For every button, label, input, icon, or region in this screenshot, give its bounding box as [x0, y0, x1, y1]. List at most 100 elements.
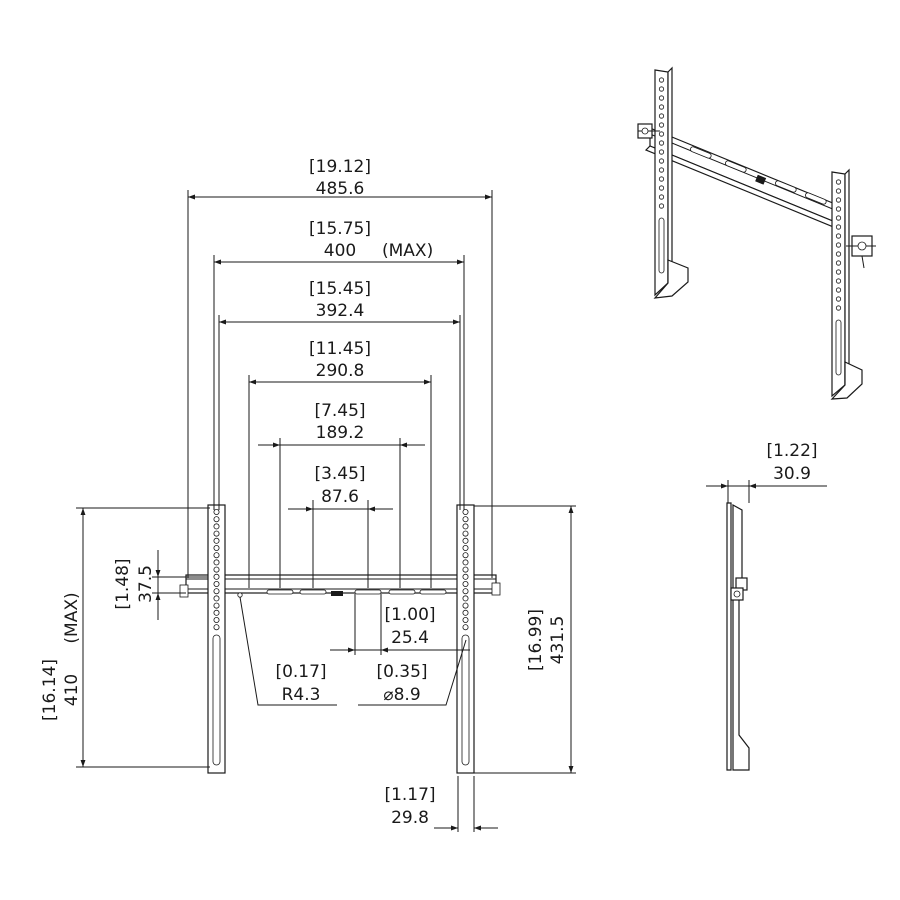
mounting-hole: [213, 508, 220, 515]
mounting-hole: [835, 224, 842, 230]
mounting-hole: [835, 206, 842, 212]
mounting-hole: [835, 233, 842, 239]
max-vesa-height-note: (MAX): [62, 592, 82, 643]
mounting-hole: [462, 545, 469, 552]
upright-spacing-mm: 392.4: [316, 301, 365, 321]
mounting-hole: [835, 278, 842, 284]
mounting-hole: [462, 602, 469, 609]
mounting-hole: [835, 215, 842, 221]
mounting-hole: [213, 617, 220, 624]
iso-lock-right: [846, 235, 876, 269]
corner-radius-mm: R4.3: [282, 685, 321, 705]
mounting-hole: [213, 516, 220, 523]
iso-lock-left: [637, 123, 660, 139]
mounting-hole: [213, 573, 220, 580]
mounting-hole: [658, 203, 665, 209]
mounting-hole: [213, 566, 220, 573]
slot-length-inch: [1.00]: [384, 605, 435, 625]
mounting-hole: [462, 581, 469, 588]
mounting-hole: [658, 140, 665, 146]
side-view: [706, 480, 827, 771]
mounting-hole: [462, 559, 469, 566]
front-view: [76, 190, 576, 832]
mounting-hole: [213, 602, 220, 609]
upright-width-mm: 29.8: [391, 808, 429, 828]
horizontal-rail: [179, 574, 501, 598]
mounting-hole: [462, 516, 469, 523]
slot-span-inner-mm: 87.6: [321, 487, 359, 507]
mounting-hole: [462, 624, 469, 631]
right-upright-holes: [462, 508, 469, 631]
mounting-hole: [213, 581, 220, 588]
mounting-hole: [658, 113, 665, 119]
max-vesa-width-inch: [15.75]: [309, 219, 371, 239]
mounting-hole: [835, 251, 842, 257]
mounting-hole: [835, 305, 842, 311]
mounting-hole: [213, 624, 220, 631]
mounting-hole: [462, 552, 469, 559]
slot-span-inner-inch: [3.45]: [314, 464, 365, 484]
mounting-hole: [462, 530, 469, 537]
dimension-labels: [19.12] 485.6 [15.75] 400 (MAX) [15.45] …: [40, 157, 818, 828]
mounting-hole: [658, 77, 665, 83]
slot-span-mid-mm: 189.2: [316, 423, 365, 443]
mounting-hole: [462, 523, 469, 530]
max-vesa-height-inch: [16.14]: [40, 659, 60, 721]
mounting-hole: [462, 508, 469, 515]
upright-width-inch: [1.17]: [384, 785, 435, 805]
mounting-hole: [213, 595, 220, 602]
upright-spacing-inch: [15.45]: [309, 279, 371, 299]
mounting-hole: [658, 167, 665, 173]
mounting-hole: [462, 588, 469, 595]
iso-left-holes: [658, 77, 665, 209]
slot-span-outer-mm: 290.8: [316, 361, 365, 381]
mounting-hole: [658, 95, 665, 101]
mounting-hole: [658, 131, 665, 137]
overall-height-inch: [16.99]: [526, 609, 546, 671]
mounting-hole: [835, 287, 842, 293]
max-vesa-height-mm: 410: [62, 674, 82, 706]
max-vesa-width-note: (MAX): [382, 241, 433, 261]
iso-rail-slots: [690, 146, 827, 205]
mounting-hole: [213, 559, 220, 566]
mounting-hole: [658, 194, 665, 200]
hole-diameter-mm: ⌀8.9: [383, 685, 420, 705]
rail-height-mm: 37.5: [136, 565, 156, 603]
overall-height-mm: 431.5: [548, 616, 568, 665]
mounting-hole: [213, 523, 220, 530]
mounting-hole: [213, 530, 220, 537]
mounting-hole: [658, 149, 665, 155]
mounting-hole: [835, 269, 842, 275]
left-upright: [207, 504, 226, 774]
mounting-hole: [462, 573, 469, 580]
mounting-hole: [462, 566, 469, 573]
mounting-hole: [835, 242, 842, 248]
mounting-hole: [835, 260, 842, 266]
hole-diameter-inch: [0.35]: [376, 662, 427, 682]
mounting-hole: [835, 296, 842, 302]
slot-length-mm: 25.4: [391, 628, 429, 648]
mounting-hole: [658, 122, 665, 128]
mounting-hole: [658, 176, 665, 182]
mounting-hole: [658, 185, 665, 191]
max-vesa-width-mm: 400: [324, 241, 356, 261]
mounting-hole: [835, 197, 842, 203]
mounting-hole: [462, 617, 469, 624]
mounting-hole: [658, 104, 665, 110]
rail-height-inch: [1.48]: [113, 558, 133, 609]
isometric-view: [637, 66, 876, 400]
mounting-hole: [213, 609, 220, 616]
iso-right-holes: [835, 179, 842, 311]
mounting-hole: [835, 179, 842, 185]
slot-span-outer-inch: [11.45]: [309, 339, 371, 359]
corner-radius-inch: [0.17]: [275, 662, 326, 682]
mounting-hole: [213, 552, 220, 559]
right-upright: [456, 504, 475, 774]
wall-depth-mm: 30.9: [773, 464, 811, 484]
wall-depth-inch: [1.22]: [766, 441, 817, 461]
mounting-hole: [462, 537, 469, 544]
mounting-hole: [462, 609, 469, 616]
overall-width-mm: 485.6: [316, 179, 365, 199]
mounting-hole: [213, 537, 220, 544]
